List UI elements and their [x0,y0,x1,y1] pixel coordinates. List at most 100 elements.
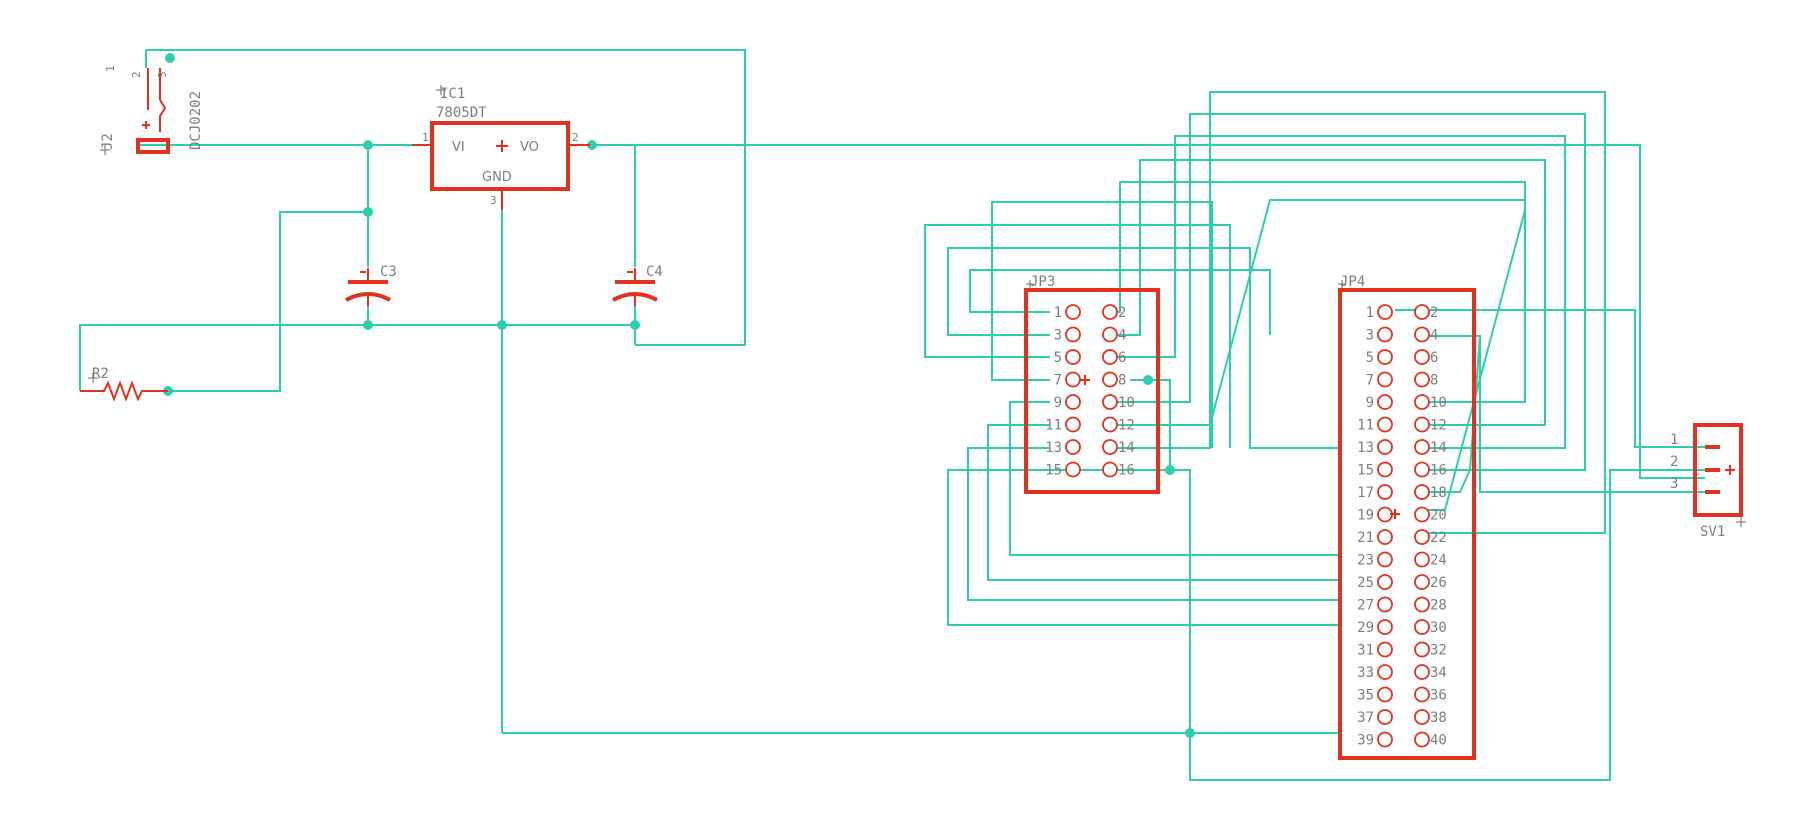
net-jp3-16[interactable] [947,469,1340,626]
net-jp3-12[interactable] [1110,199,1526,511]
jp3-pad[interactable] [1102,461,1118,478]
jp4-pad[interactable] [1377,394,1393,410]
net-jp3-11[interactable] [1009,401,1340,556]
jp3-pad[interactable] [1102,371,1118,388]
net-jp3-10[interactable] [1110,113,1586,471]
part-c4-capacitor[interactable]: C4 [612,264,663,306]
jp4-pad[interactable] [1414,596,1430,613]
jp4-pad[interactable] [1377,506,1393,523]
jp4-pad[interactable] [1377,304,1393,320]
jp4-pin-number: 13 [1357,440,1374,456]
jp4-pad[interactable] [1414,574,1430,590]
jp4-pad[interactable] [1377,574,1393,590]
jp4-pad[interactable] [1414,731,1430,748]
jp4-pad[interactable] [1414,371,1430,388]
net-sv1-3[interactable] [1420,335,1705,493]
jp3-pad[interactable] [1102,304,1118,320]
net-jp3-6[interactable] [1110,135,1566,449]
net-jp3-2[interactable] [1110,181,1526,403]
jp3-pad[interactable] [1102,416,1118,433]
jp3-pad[interactable] [1065,439,1081,455]
jp4-pad[interactable] [1414,326,1430,343]
jp4-pad[interactable] [1414,551,1430,568]
jp3-pad[interactable] [1065,326,1081,343]
jp3-pad[interactable] [1102,394,1118,410]
jp4-pin-number: 11 [1357,418,1374,434]
jp4-pin-number: 21 [1357,530,1374,546]
jp3-pad[interactable] [1065,349,1081,365]
net-gnd-rail[interactable] [79,324,636,391]
jp4-pad[interactable] [1377,641,1393,658]
net-jp3-13[interactable] [987,424,1340,581]
jp4-pad[interactable] [1414,641,1430,658]
jp3-pad[interactable] [1065,461,1081,478]
jp4-pad[interactable] [1377,664,1393,680]
part-r2-resistor[interactable]: R2 [80,366,168,402]
net-sv1-1[interactable] [1395,309,1705,448]
net-jp3-1[interactable] [969,269,1271,335]
jp3-pad[interactable] [1102,326,1118,343]
jp4-pad[interactable] [1414,461,1430,478]
jp4-pad[interactable] [1414,439,1430,455]
net-jp3-5[interactable] [924,224,1231,448]
part-ic1-regulator[interactable]: VI VO GND 1 2 3 IC1 7805DT [412,85,590,210]
jp4-pin-number: 38 [1430,710,1447,726]
jp4-pad[interactable] [1414,304,1430,320]
jp4-pad[interactable] [1377,596,1393,613]
j2-pin-label: 3 [156,71,169,78]
part-j2-dc-jack[interactable]: 2 3 1 J2 DCJ0202 [100,65,204,154]
jp3-pad[interactable] [1065,394,1081,410]
jp4-pad[interactable] [1414,619,1430,635]
jp4-pad[interactable] [1377,439,1393,455]
jp4-pad[interactable] [1414,506,1430,523]
net-jp3-7[interactable] [991,201,1213,448]
jp4-pad[interactable] [1377,731,1393,748]
jp4-pin-number: 30 [1430,620,1447,636]
jp4-pad[interactable] [1377,461,1393,478]
jp4-pin-number: 16 [1430,463,1447,479]
net-jp3-15[interactable] [967,447,1340,601]
net-r2-vin[interactable] [168,211,368,392]
part-sv1-connector[interactable]: 1 2 3 SV1 [1670,423,1746,540]
jp4-pad[interactable] [1414,529,1430,545]
jp4-pad[interactable] [1377,371,1393,388]
jp4-pad[interactable] [1377,529,1393,545]
jp4-pad[interactable] [1414,709,1430,725]
jp4-pin-number: 22 [1430,530,1447,546]
jp4-pad[interactable] [1377,686,1393,703]
jp3-pad[interactable] [1065,304,1081,320]
j2-name-label: J2 [100,133,116,150]
jp4-pin-number: 28 [1430,598,1447,614]
jp4-pad[interactable] [1414,664,1430,680]
net-vout[interactable] [570,144,1705,479]
jp3-pad[interactable] [1065,416,1081,433]
part-c3-capacitor[interactable]: C3 [345,264,397,306]
jp3-pad[interactable] [1065,371,1081,388]
wire-layer [79,49,1705,781]
net-jp3-4[interactable] [1110,159,1546,426]
jp4-pad[interactable] [1414,686,1430,703]
net-jp3-14[interactable] [1110,91,1606,534]
jp3-pad[interactable] [1102,439,1118,455]
jp4-pad[interactable] [1377,484,1393,500]
ic1-body [430,121,570,191]
ic1-pin-num: 2 [572,131,579,144]
jp4-pad[interactable] [1414,484,1430,500]
jp4-pad[interactable] [1377,709,1393,725]
jp4-pad[interactable] [1414,349,1430,365]
sv1-pin-label: 3 [1670,476,1678,492]
jp4-pad[interactable] [1377,349,1393,365]
net-j2-pin3[interactable] [146,49,746,346]
jp4-pad[interactable] [1377,551,1393,568]
jp4-pad[interactable] [1377,619,1393,635]
jp4-pad[interactable] [1377,416,1393,433]
jp4-pad[interactable] [1414,416,1430,433]
jp4-pad[interactable] [1414,394,1430,410]
jp3-pin-number: 2 [1118,305,1126,321]
jp3-pad[interactable] [1102,349,1118,365]
net-jp3-3[interactable] [947,247,1340,449]
jp4-pad[interactable] [1377,326,1393,343]
